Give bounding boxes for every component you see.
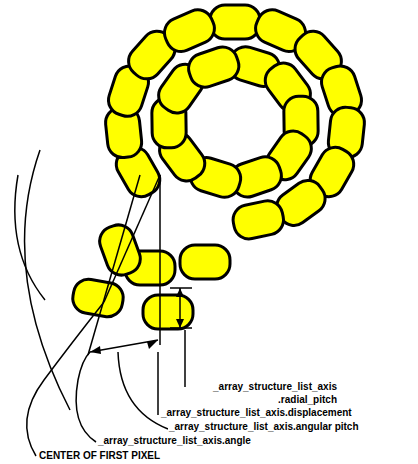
pixel [210, 5, 260, 39]
reference-line [159, 175, 161, 345]
radial-pitch-leader [184, 330, 186, 387]
pixel-ring [70, 5, 365, 329]
arrowheads [90, 288, 184, 354]
radial-pitch-label: _array_structure_list_axis .radial_pitch [186, 380, 338, 406]
axis-line [88, 175, 140, 355]
pixel [185, 43, 243, 91]
pixel [70, 277, 125, 319]
radial-tick [170, 287, 192, 289]
arrowhead [147, 340, 158, 349]
center-leader [27, 302, 104, 456]
angular-pitch-label: _array_structure_list_axis.angular pitch [168, 421, 360, 433]
center-label: CENTER OF FIRST PIXEL [38, 450, 161, 462]
arrowhead [176, 288, 184, 297]
displacement-label: _array_structure_list_axis.displacement [160, 407, 353, 419]
outer-arc [15, 175, 45, 300]
pixel [95, 221, 144, 280]
pixel [160, 5, 220, 56]
angle-leader [76, 352, 96, 442]
arrowhead [176, 319, 184, 328]
displacement-leader [157, 352, 159, 415]
pixel [143, 295, 193, 329]
pixel [180, 245, 230, 279]
pixel-axis-line [104, 175, 160, 302]
pixel [230, 198, 286, 242]
angle-label: _array_structure_list_axis.angle [97, 435, 252, 447]
arrowhead [90, 346, 101, 354]
radial-tick [170, 327, 192, 329]
